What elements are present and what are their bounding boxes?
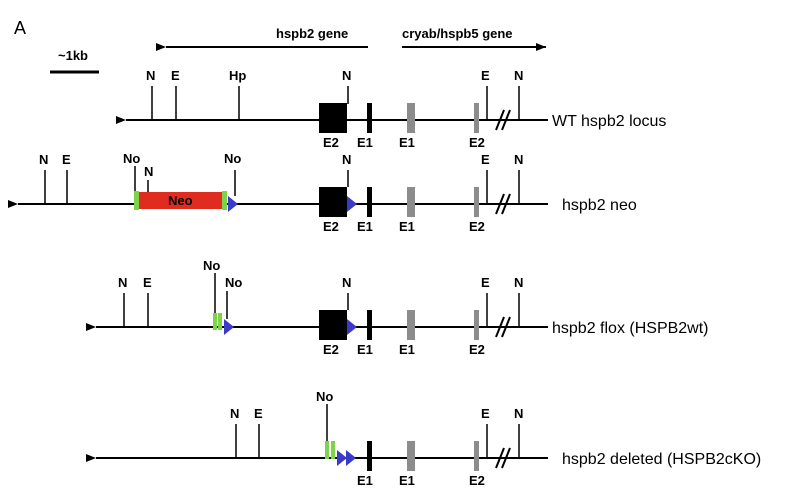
cryab-exon-e1 [407, 187, 415, 217]
site-label: E [62, 152, 71, 167]
site-label: E [481, 68, 490, 83]
exon-label: E1 [399, 219, 415, 234]
site-label: No [203, 258, 220, 273]
row-wt-locus: N E Hp N E N E2 E1 E1 E2 WT hspb2 locus [116, 68, 666, 150]
exon-label: E1 [399, 342, 415, 357]
neo-cassette [137, 192, 224, 209]
row-label: hspb2 neo [562, 197, 637, 214]
frt-site [224, 319, 234, 335]
site-label: E [481, 152, 490, 167]
loxp-site [222, 191, 227, 210]
row-neo: N E No N Neo No N E N E2 E1 E1 E2 hspb2 … [7, 151, 637, 234]
site-label: No [224, 151, 241, 166]
loxp-site [218, 313, 222, 330]
loxp-site [325, 441, 329, 459]
site-label: E [481, 406, 490, 421]
exon-label: E1 [357, 473, 373, 488]
site-label: E [481, 275, 490, 290]
site-label: N [39, 152, 48, 167]
loxp-site [134, 191, 139, 210]
hspb2-exon-e2 [319, 103, 347, 133]
break-mark [495, 193, 511, 215]
site-label: N [514, 275, 523, 290]
exon-label: E1 [357, 135, 373, 150]
site-label: N [514, 152, 523, 167]
frt-site [347, 196, 357, 212]
hspb2-exon-e1 [367, 441, 372, 471]
break-mark [495, 316, 511, 338]
exon-label: E2 [469, 473, 485, 488]
hspb2-exon-e1 [367, 310, 372, 340]
scale-label: ~1kb [58, 48, 88, 63]
cryab-exon-e2 [474, 187, 479, 217]
site-label: No [123, 151, 140, 166]
hspb2-exon-e1 [367, 103, 372, 133]
panel-label: A [14, 18, 26, 38]
cryab-gene-label: cryab/hspb5 gene [402, 26, 513, 41]
cryab-exon-e1 [407, 441, 415, 471]
site-label: N [230, 406, 239, 421]
site-label: N [514, 68, 523, 83]
cryab-exon-e1 [407, 103, 415, 133]
frt-site [346, 450, 356, 466]
site-label: N [514, 406, 523, 421]
gene-headers: hspb2 gene cryab/hspb5 gene [156, 26, 546, 51]
neo-cassette-label: Neo [168, 193, 193, 208]
exon-label: E2 [469, 342, 485, 357]
exon-label: E2 [469, 219, 485, 234]
hspb2-gene-label: hspb2 gene [276, 26, 348, 41]
cryab-exon-e1 [407, 310, 415, 340]
exon-label: E1 [357, 342, 373, 357]
hspb2-exon-e1 [367, 187, 372, 217]
frt-site [347, 319, 357, 335]
row-label: hspb2 flox (HSPB2wt) [552, 320, 709, 337]
site-label: E [143, 275, 152, 290]
site-label: N [342, 275, 351, 290]
hspb2-exon-e2 [319, 310, 347, 340]
cryab-exon-e2 [474, 103, 479, 133]
exon-label: E2 [323, 135, 339, 150]
exon-label: E2 [323, 342, 339, 357]
exon-label: E1 [399, 473, 415, 488]
exon-label: E2 [323, 219, 339, 234]
exon-label: E1 [357, 219, 373, 234]
break-mark [495, 447, 511, 469]
hspb2-exon-e2 [319, 187, 347, 217]
site-label: N [144, 164, 153, 179]
site-label: N [342, 68, 351, 83]
cryab-exon-e2 [474, 310, 479, 340]
site-label: Hp [229, 68, 246, 83]
scale-bar: ~1kb [50, 48, 99, 74]
site-label: No [316, 389, 333, 404]
loxp-site [213, 313, 217, 330]
site-label: N [118, 275, 127, 290]
site-label: E [171, 68, 180, 83]
frt-site [228, 196, 238, 212]
row-label: hspb2 deleted (HSPB2cKO) [562, 451, 761, 468]
site-label: E [254, 406, 263, 421]
exon-label: E2 [469, 135, 485, 150]
site-label: N [342, 152, 351, 167]
site-label: No [225, 275, 242, 290]
site-label: N [146, 68, 155, 83]
break-mark [495, 109, 511, 131]
exon-label: E1 [399, 135, 415, 150]
loxp-site [331, 441, 335, 459]
row-deleted: N E No E N E1 E1 E2 hspb2 deleted (HSPB2… [86, 389, 761, 488]
frt-site [337, 450, 347, 466]
row-flox: N E No No N E N E2 E1 E1 E2 hspb2 flox (… [86, 258, 709, 357]
row-label: WT hspb2 locus [552, 113, 666, 130]
cryab-exon-e2 [474, 441, 479, 471]
